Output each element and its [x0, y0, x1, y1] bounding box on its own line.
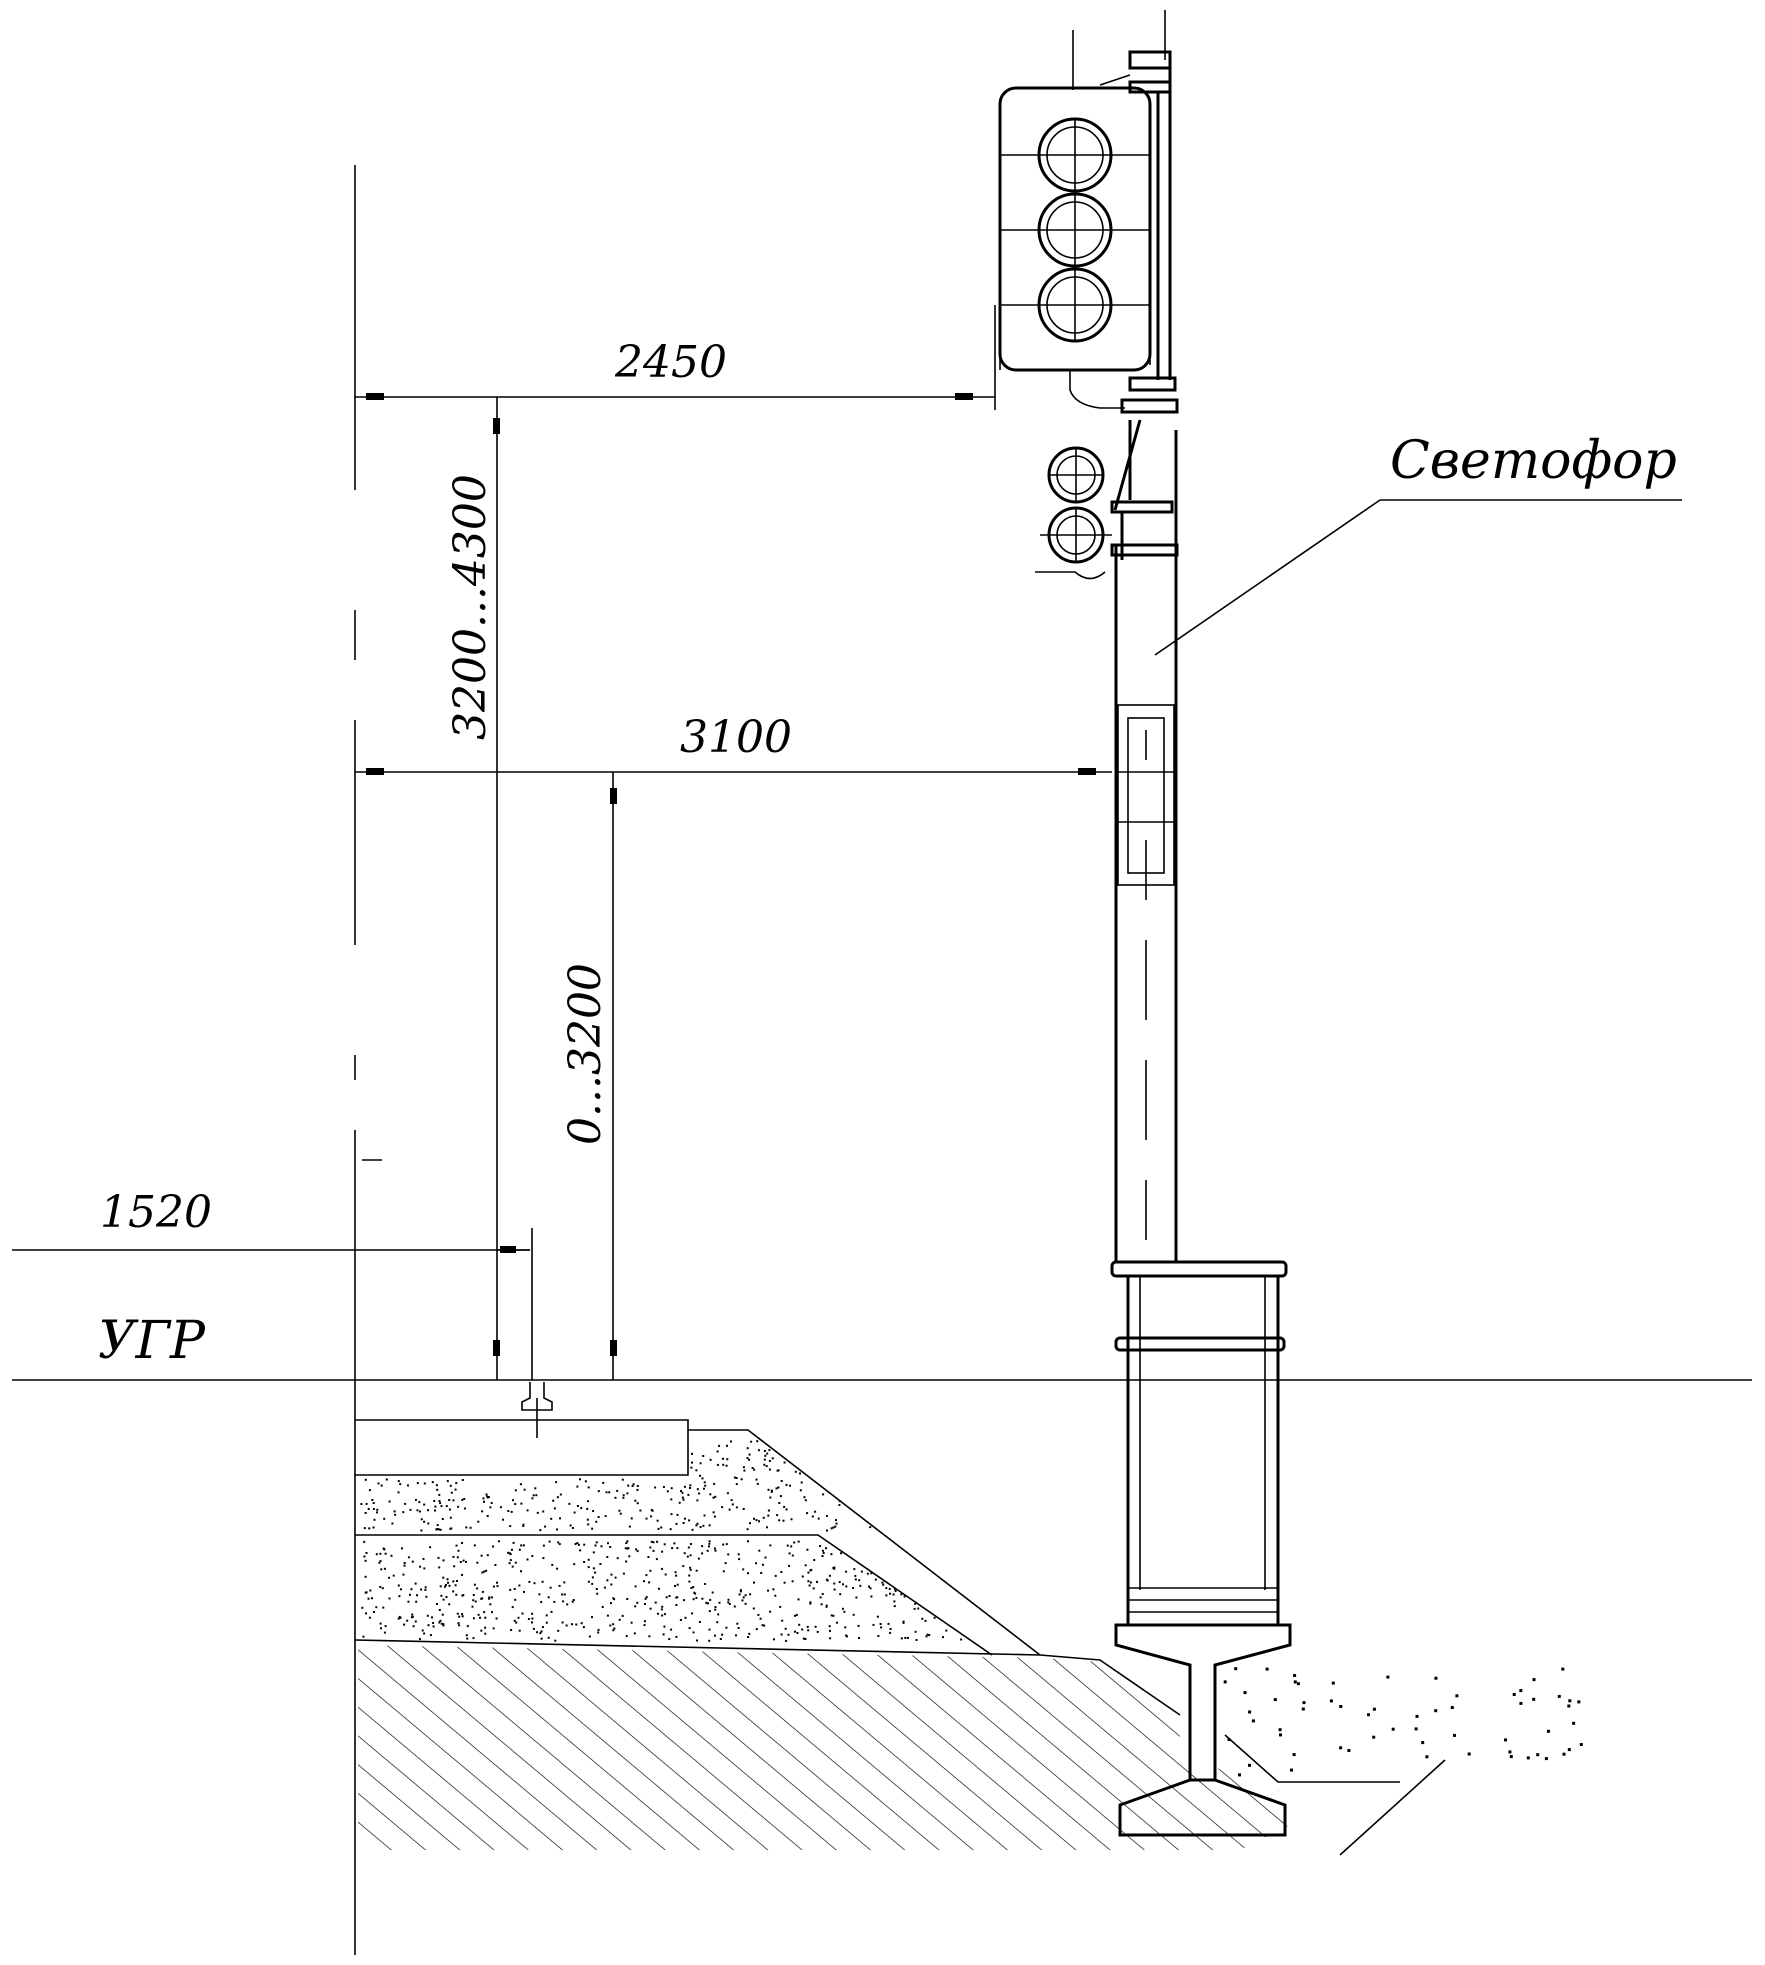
main-signal-head — [998, 10, 1179, 414]
main-lamp-bottom — [1000, 267, 1150, 343]
dim-label-0-3200: 0...3200 — [560, 963, 611, 1145]
dim-label-1520: 1520 — [100, 1187, 212, 1238]
dimension-3200-4300: 3200...4300 — [445, 397, 500, 1380]
dimension-2450: 2450 — [355, 305, 996, 410]
signal-mast — [1110, 430, 1292, 1837]
reference-lines — [12, 165, 1752, 1955]
dimension-0-3200: 0...3200 — [560, 772, 617, 1380]
aux-lamp-bottom — [1040, 506, 1112, 564]
subgrade-hatch — [358, 1645, 1290, 1850]
dimension-3100: 3100 — [355, 712, 1112, 775]
sleeper — [355, 1419, 689, 1476]
main-lamp-top — [1000, 117, 1150, 193]
ugr-label: УГР — [98, 1311, 206, 1371]
dim-label-2450: 2450 — [614, 337, 727, 388]
signal-label: Светофор — [1390, 431, 1677, 491]
aux-lamp-top — [1047, 446, 1105, 504]
signal-callout: Светофор — [1154, 431, 1682, 656]
dimension-1520: 1520 — [100, 1187, 530, 1253]
track-embankment — [354, 1382, 1583, 1856]
dim-label-3200-4300: 3200...4300 — [445, 474, 496, 740]
ballast-texture — [360, 1440, 1583, 1777]
aux-signal-head — [1035, 419, 1179, 580]
main-lamp-middle — [1000, 192, 1150, 268]
dim-label-3100: 3100 — [680, 712, 792, 763]
